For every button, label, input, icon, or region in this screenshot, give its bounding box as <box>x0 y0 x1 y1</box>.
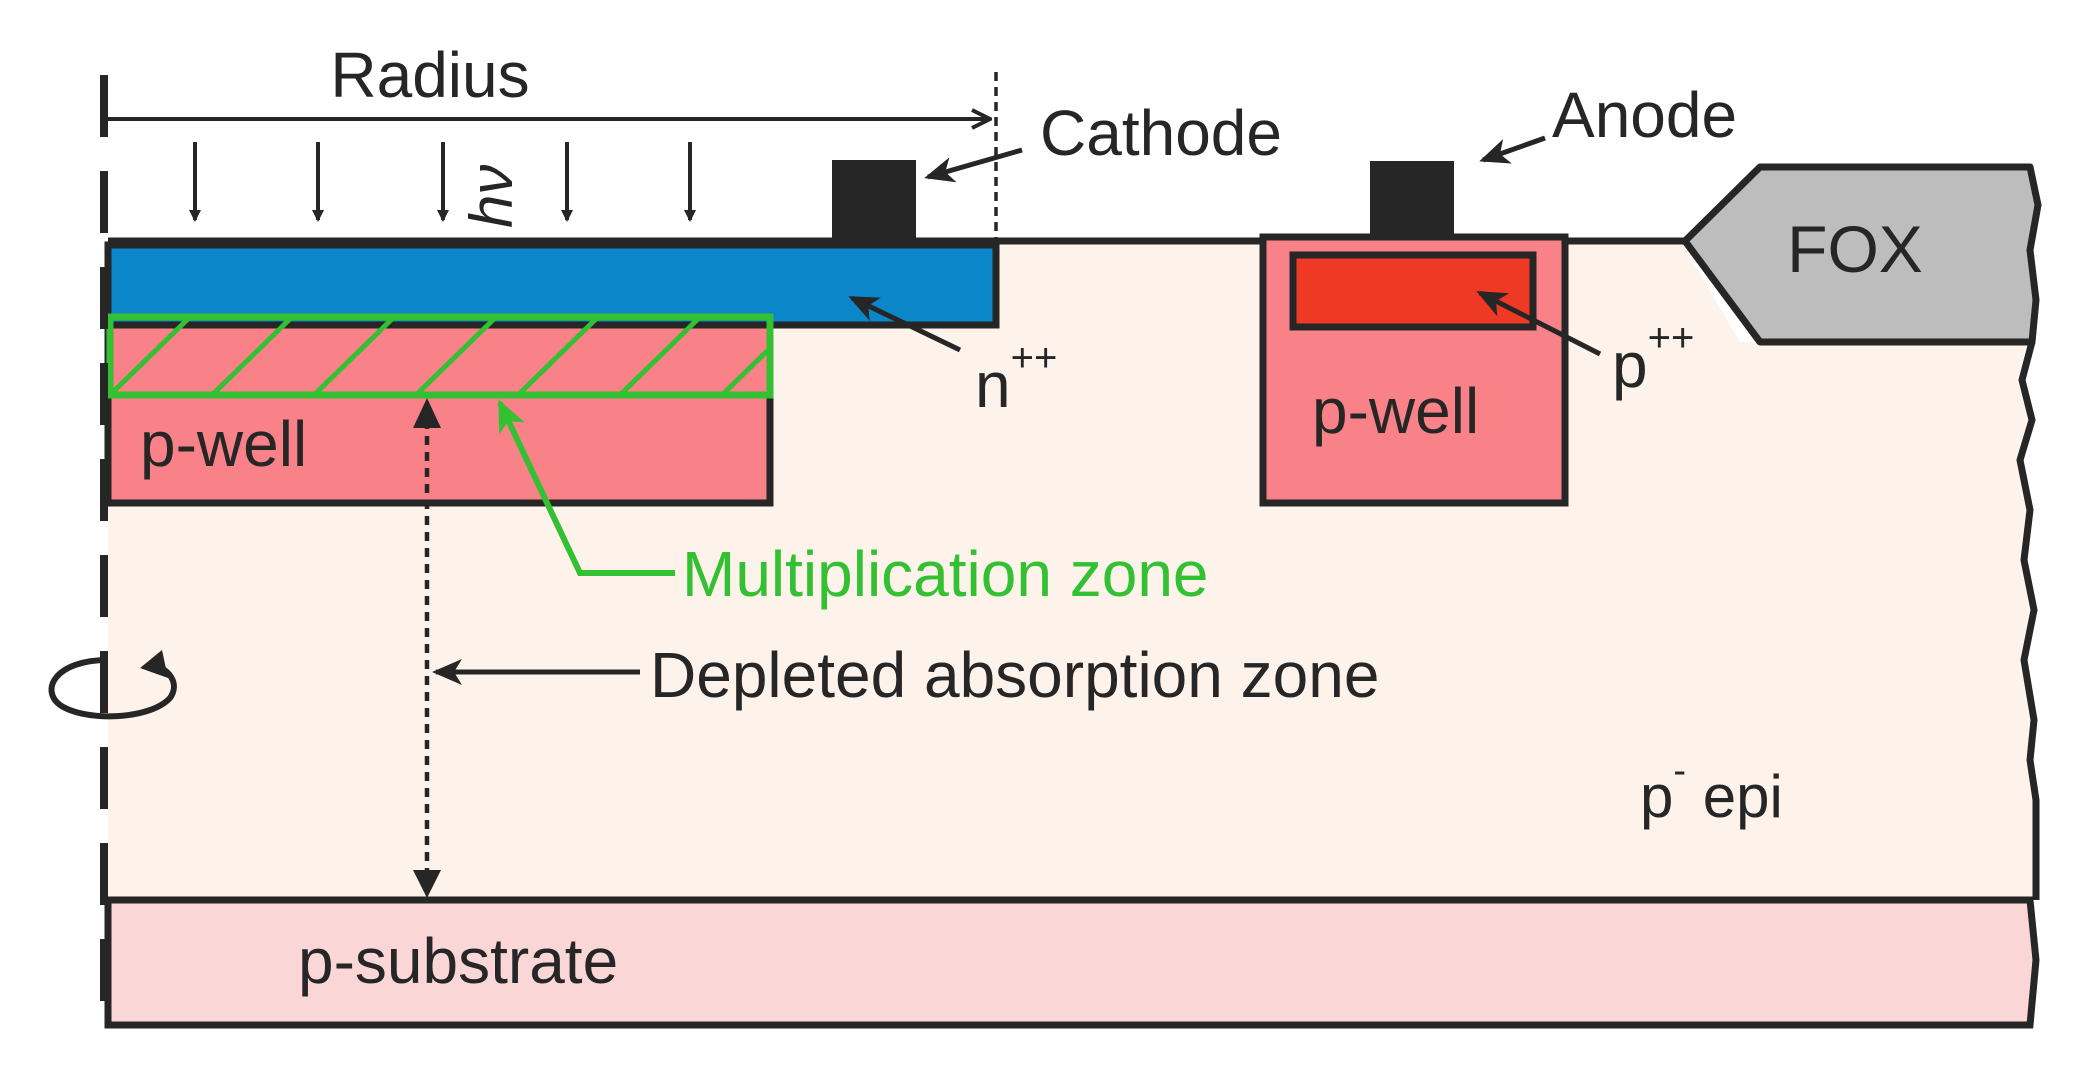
anode-label: Anode <box>1552 79 1737 151</box>
anode-pointer <box>1479 135 1546 164</box>
radius-label: Radius <box>330 39 529 111</box>
fox-region <box>1681 163 2042 346</box>
p-plus-plus-label: p++ <box>1612 316 1694 401</box>
n-plus-pointer <box>848 295 962 353</box>
anode-contact <box>1370 161 1454 240</box>
photon-arrow-icon <box>189 142 696 222</box>
multiplication-zone <box>106 313 774 399</box>
p-plus-plus-region <box>1289 251 1537 331</box>
right-boundary <box>2016 341 2040 900</box>
n-plus-plus-region <box>104 241 1000 329</box>
p-well-left-label: p-well <box>140 408 307 480</box>
photon-label: hν <box>458 165 525 228</box>
p-plus-pointer <box>1476 290 1602 357</box>
depleted-absorption-zone-label: Depleted absorption zone <box>650 639 1379 711</box>
depleted-absorption-arrow <box>413 398 441 898</box>
p-substrate-region <box>104 896 2040 1029</box>
p-well-right-label: p-well <box>1312 375 1479 447</box>
cathode-contact <box>832 160 916 240</box>
rotation-axis-icon <box>48 650 177 720</box>
n-plus-plus-label: n++ <box>975 336 1057 421</box>
radius-dimension <box>104 72 998 241</box>
multiplication-zone-label: Multiplication zone <box>682 538 1209 610</box>
multiplication-zone-pointer <box>497 399 675 576</box>
cathode-label: Cathode <box>1040 97 1282 169</box>
fox-label: FOX <box>1787 212 1923 286</box>
p-substrate-label: p-substrate <box>298 925 618 997</box>
cathode-pointer <box>924 147 1023 183</box>
p-epi-label: p- epi <box>1640 750 1783 830</box>
